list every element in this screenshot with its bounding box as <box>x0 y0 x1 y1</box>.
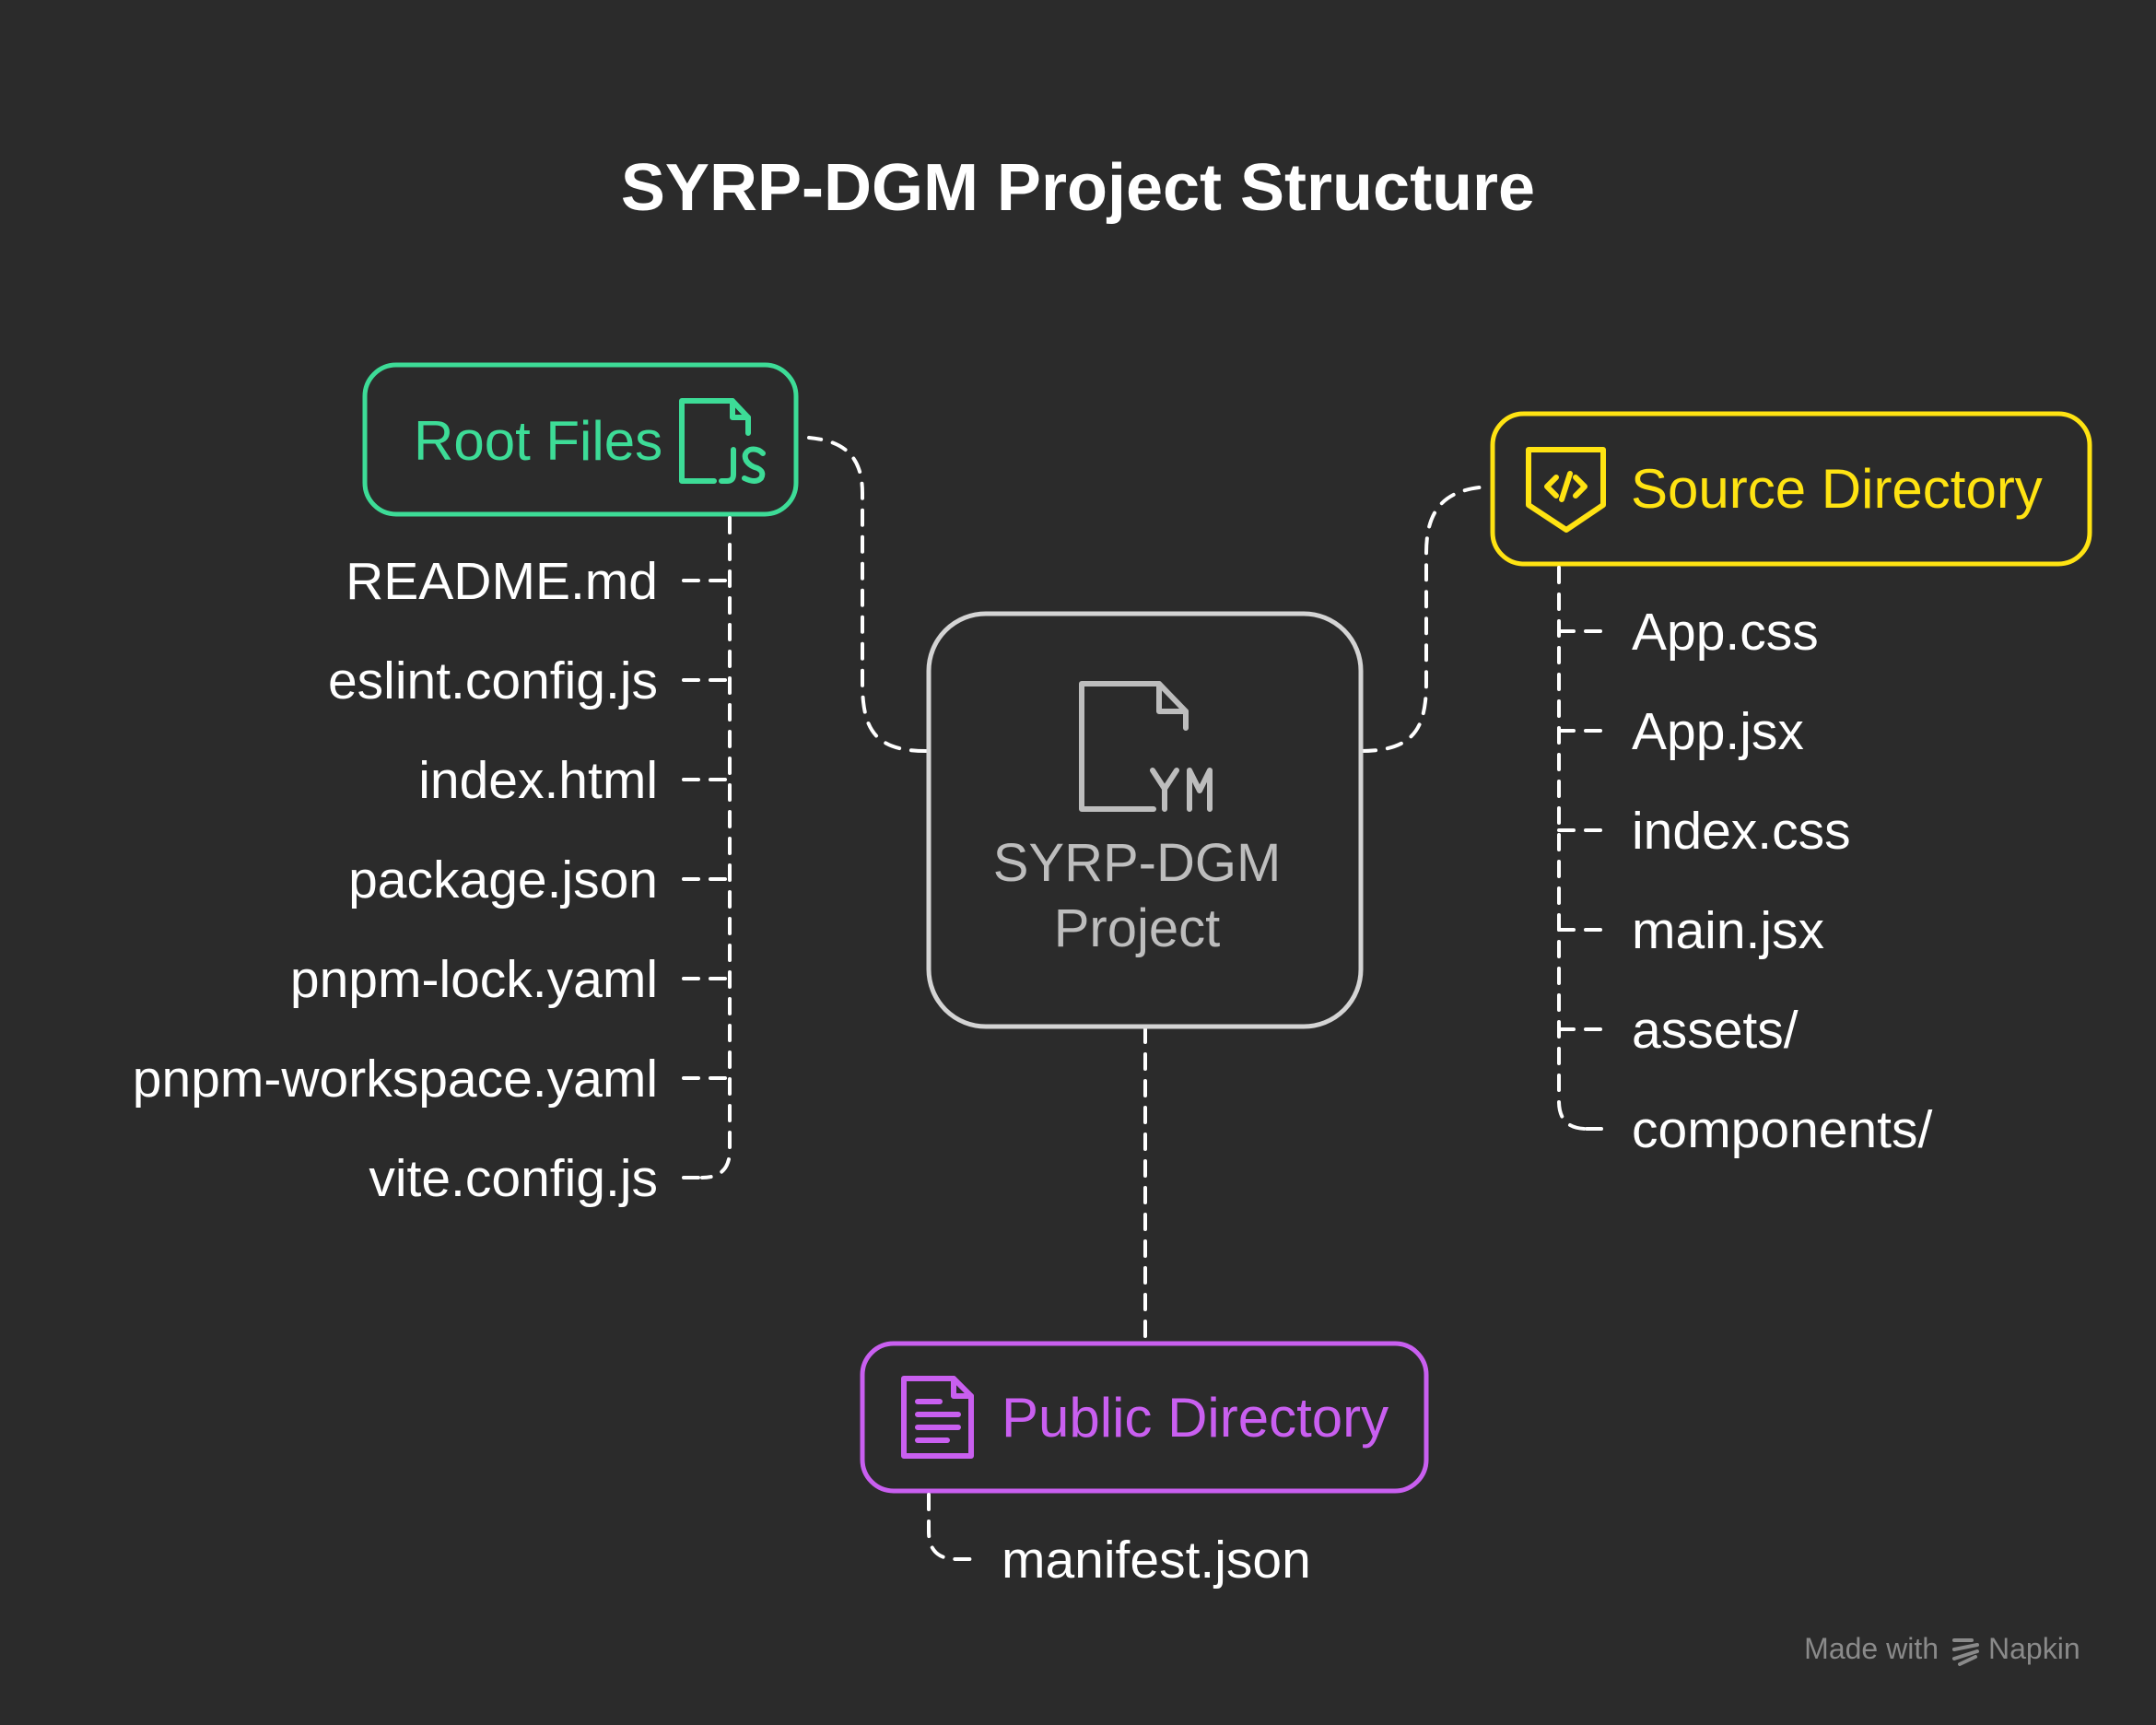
root-files-label: Root Files <box>414 410 662 472</box>
connector-root <box>807 436 928 753</box>
footer-watermark: Made with Napkin <box>1804 1632 2080 1666</box>
js-file-icon <box>679 398 766 484</box>
yaml-file-icon <box>1079 681 1213 812</box>
center-node: SYRP-DGM Project <box>926 611 1364 1029</box>
napkin-logo-icon <box>1952 1638 1979 1666</box>
document-icon <box>901 1376 974 1459</box>
root-files-box <box>362 362 799 517</box>
center-node-label-line-1: SYRP-DGM <box>993 833 1282 893</box>
source-directory-box <box>1490 411 2092 567</box>
footer-brand: Napkin <box>1988 1632 2080 1665</box>
center-node-label-line-2: Project <box>1054 898 1221 958</box>
root-file-item: README.md <box>346 552 658 611</box>
root-files-tree-spine <box>700 516 732 1179</box>
root-files-node: Root Files <box>362 362 799 517</box>
public-file-item: manifest.json <box>1002 1531 1311 1590</box>
root-file-item: index.html <box>418 751 658 810</box>
source-file-item: components/ <box>1632 1100 1933 1159</box>
root-files-list: README.md eslint.config.js index.html packa… <box>133 516 732 1208</box>
public-directory-tree-spine <box>927 1493 979 1561</box>
source-directory-node: Source Directory <box>1490 411 2092 567</box>
root-file-item: eslint.config.js <box>328 651 658 710</box>
public-directory-box <box>860 1341 1429 1494</box>
root-file-item: package.json <box>348 851 658 909</box>
source-file-item: App.css <box>1632 603 1819 662</box>
source-file-item: App.jsx <box>1632 702 1804 761</box>
public-directory-node: Public Directory <box>860 1341 1429 1494</box>
diagram-title: SYRP-DGM Project Structure <box>621 151 1535 225</box>
center-node-box <box>926 611 1364 1029</box>
source-file-item: main.jsx <box>1632 901 1824 960</box>
root-file-item: pnpm-lock.yaml <box>290 950 658 1009</box>
source-directory-tree-spine <box>1557 566 1588 1131</box>
source-file-item: assets/ <box>1632 1001 1799 1060</box>
root-file-item: pnpm-workspace.yaml <box>133 1050 658 1109</box>
code-shield-icon <box>1526 447 1606 533</box>
public-directory-label: Public Directory <box>1002 1387 1389 1449</box>
source-directory-label: Source Directory <box>1631 458 2043 520</box>
root-file-item: vite.config.js <box>369 1149 658 1208</box>
connector-source <box>1359 485 1493 753</box>
source-file-item: index.css <box>1632 802 1851 861</box>
footer-made-with: Made with <box>1804 1632 1939 1665</box>
public-directory-list: manifest.json <box>927 1493 1311 1590</box>
